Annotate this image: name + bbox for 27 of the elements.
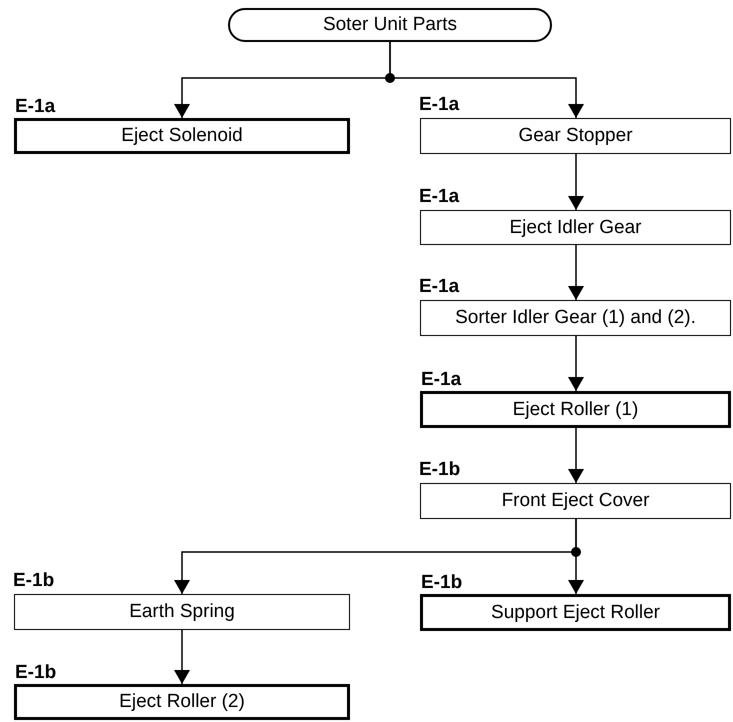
section-code: E-1a [15,97,56,117]
section-code: E-1b [13,571,54,591]
arrow [568,245,584,300]
section-code: E-1a [419,277,460,297]
part-name: Sorter Idler Gear (1) and (2). [455,307,696,329]
arrow [568,519,584,594]
section-code: E-1a [419,187,460,207]
arrow [568,154,584,210]
part-name: Eject Roller (2) [119,691,245,713]
section-code: E-1a [421,370,462,390]
arrow [389,42,584,118]
part-name: Soter Unit Parts [322,14,458,36]
part-name: Support Eject Roller [491,602,660,624]
part-name: Earth Spring [129,601,235,623]
arrow [568,336,584,391]
terminal-box [228,8,552,42]
arrow [568,428,584,483]
section-code: E-1a [419,95,460,115]
part-name: Front Eject Cover [502,490,650,512]
section-code: E-1b [15,663,56,683]
part-name: Eject Idler Gear [510,216,642,238]
part-name: Eject Roller (1) [512,398,638,420]
arrow [174,630,190,684]
section-code: E-1b [421,573,462,593]
section-code: E-1b [419,460,460,480]
part-name: Gear Stopper [518,125,633,147]
part-name: Eject Solenoid [121,125,243,147]
